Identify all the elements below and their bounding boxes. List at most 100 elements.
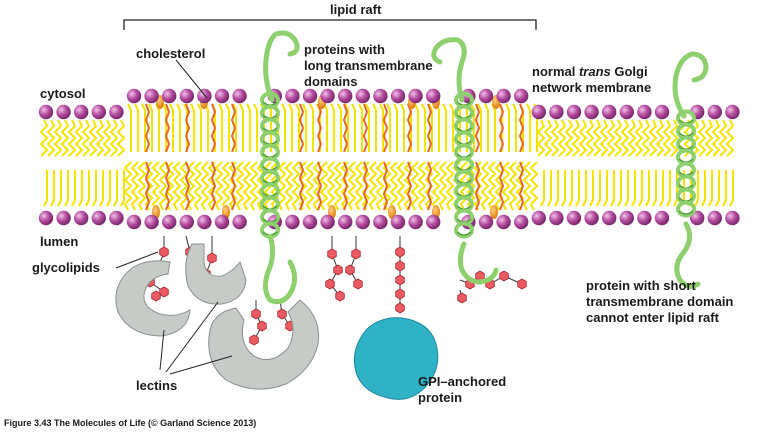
sugar-residue <box>335 290 345 302</box>
lipid-tail <box>606 119 616 157</box>
lipid-tail <box>522 161 532 211</box>
raft-lipid-tail <box>342 103 349 153</box>
lectins-label: lectins <box>136 378 177 393</box>
helix-turn <box>676 200 696 218</box>
lipid-tail <box>410 161 420 211</box>
lipid-tail <box>487 161 497 211</box>
lipid-tail <box>505 103 510 152</box>
raft-lipid-tail <box>144 161 151 211</box>
lipid-tail <box>473 161 483 211</box>
lipid-tail <box>351 103 356 152</box>
lipid-tail <box>617 170 622 207</box>
normal-membrane-label-1: normal trans Golgi <box>532 64 648 79</box>
lipid-tail <box>309 103 314 152</box>
sugar-residue <box>151 290 161 302</box>
phospholipid-head <box>74 210 89 226</box>
phospholipid-head <box>56 210 71 226</box>
raft-lipid-tail <box>406 161 413 211</box>
lipid-tail <box>326 161 336 211</box>
sugar-residue <box>353 278 363 290</box>
lipid-tail <box>571 119 581 157</box>
lectin-2 <box>185 243 247 305</box>
long-tm-label-3: domains <box>304 74 357 89</box>
phospholipid-head <box>285 88 300 104</box>
sugar-residue <box>457 292 467 304</box>
lectin-3 <box>208 299 320 390</box>
raft-lipid-tail <box>210 161 217 211</box>
raft-lipid-tail <box>230 161 237 211</box>
raft-lipid-tail <box>426 161 433 211</box>
lipid-tail <box>221 161 231 211</box>
lipid-tail <box>529 161 539 211</box>
protein-1-helix <box>260 91 280 239</box>
phospholipid-head <box>338 214 353 230</box>
lipid-tail <box>673 170 678 207</box>
lipid-tail <box>694 170 699 207</box>
lipid-tail <box>589 170 594 207</box>
raft-lipid-tail <box>426 103 433 153</box>
lipid-raft-label: lipid raft <box>330 2 382 17</box>
lipid-tail <box>624 170 629 207</box>
lipid-tail <box>375 161 385 211</box>
phospholipid-head <box>214 88 230 104</box>
sugar-residue <box>249 334 259 346</box>
lipid-tail <box>200 161 210 211</box>
phospholipid-head <box>144 214 159 230</box>
lipid-tail <box>316 103 321 152</box>
phospholipid-head <box>619 104 634 120</box>
raft-lipid-tail <box>164 161 171 211</box>
sugar-link <box>349 236 359 285</box>
lipid-tail <box>85 170 90 207</box>
lipid-tail <box>330 103 335 152</box>
lipid-tail <box>669 119 679 157</box>
lipid-tail <box>354 161 364 211</box>
phospholipid-head <box>38 210 54 226</box>
sugar-residue <box>333 264 343 276</box>
lipid-tail <box>592 119 602 157</box>
helix-turn <box>454 221 474 239</box>
lipid-tail <box>158 161 168 211</box>
raft-lipid-tail <box>406 103 413 153</box>
lipid-tail <box>347 161 357 211</box>
lipid-tail <box>190 103 195 152</box>
lipid-tail <box>253 103 258 152</box>
lipid-tail <box>701 170 706 207</box>
lipid-tail <box>501 161 511 211</box>
phospholipid-head <box>584 104 599 120</box>
lipid-tail <box>246 103 251 152</box>
sugar-residue <box>325 278 335 290</box>
lumen-label: lumen <box>40 234 78 249</box>
lipid-tail <box>291 161 301 211</box>
lipid-tail <box>109 119 119 157</box>
phospholipid-head <box>179 88 194 104</box>
lipid-tail <box>550 119 560 157</box>
lipid-tail <box>218 103 223 152</box>
lipid-tail <box>711 119 721 157</box>
lipid-tail <box>414 103 419 152</box>
phospholipid-head <box>91 104 107 120</box>
lipid-tail <box>235 161 245 211</box>
phospholipid-head <box>426 88 441 104</box>
lipid-tail <box>43 170 48 207</box>
lipid-tail <box>389 161 399 211</box>
phospholipid-head <box>426 214 441 230</box>
lipid-tail <box>242 161 252 211</box>
lipid-tail <box>400 103 405 152</box>
raft-lipid-tail <box>184 103 191 153</box>
phospholipid-head <box>285 214 300 230</box>
lipid-tail <box>718 119 728 157</box>
sugar-residue <box>345 264 355 276</box>
lipid-tail <box>113 170 118 207</box>
phospholipid-head <box>725 104 740 120</box>
phospholipid-head <box>320 214 335 230</box>
lipid-tail <box>512 103 517 152</box>
lipid-tail <box>50 170 55 207</box>
lipid-tail <box>491 103 496 152</box>
lipid-tail <box>225 103 230 152</box>
cholesterol-molecule <box>388 205 396 219</box>
lipid-tail <box>610 170 615 207</box>
glycolipids-label: glycolipids <box>32 260 100 275</box>
lipid-tail <box>123 161 133 211</box>
lipid-tail <box>435 103 440 152</box>
raft-lipid-tail <box>164 103 171 153</box>
